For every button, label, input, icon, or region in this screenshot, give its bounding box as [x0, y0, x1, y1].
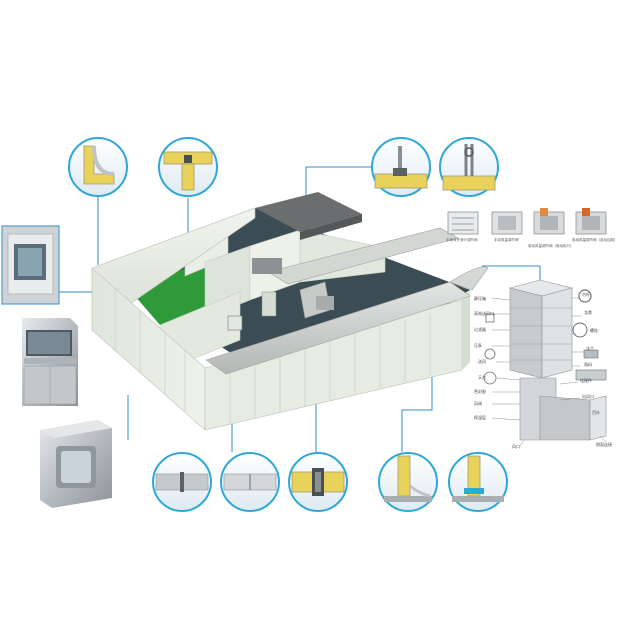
callout-joint-3 — [288, 452, 348, 512]
ceiling-block — [255, 192, 362, 232]
filter-assembly — [483, 279, 607, 447]
door-panel — [261, 291, 277, 317]
callout-panel-tee — [158, 137, 218, 197]
callout-joint-2 — [220, 452, 280, 512]
label-left-3: 压条 — [474, 343, 482, 348]
label-right-0: 吊杆 — [582, 292, 590, 297]
label-left-6: 密封胶 — [474, 389, 486, 394]
label-right-5: 连接件 — [580, 378, 592, 383]
ceiling-block-side — [300, 214, 362, 240]
label-left-5: 天花 — [478, 375, 486, 380]
pass-box-window — [1, 225, 60, 305]
label-left-4: 送风 — [478, 359, 486, 364]
label-right-1: 龙骨 — [584, 310, 592, 315]
label-left-8: 保温层 — [474, 415, 486, 420]
label-right-7: 百叶 — [592, 410, 600, 415]
callout-ceiling-bolt — [439, 137, 499, 197]
label-left-0: 静压箱 — [474, 296, 486, 301]
fume-hood — [22, 318, 78, 406]
main-duct — [267, 227, 459, 285]
supply-duct — [205, 281, 471, 375]
label-left-7: 风阀 — [474, 401, 482, 406]
partition-window — [227, 315, 243, 331]
duct-elbow — [449, 266, 489, 291]
label-right-6: 出风口 — [582, 394, 594, 399]
pass-box — [40, 420, 112, 508]
damper-caption-1: 手动风量调节阀 — [494, 238, 519, 242]
wall-seams — [114, 288, 431, 424]
air-handler — [252, 258, 282, 274]
callout-panel-corner — [68, 137, 128, 197]
label-bottom-left: 风口 — [512, 444, 520, 449]
callout-floor-corner-1 — [378, 452, 438, 512]
cleanroom-model — [91, 192, 489, 431]
label-right-4: 角码 — [584, 362, 592, 367]
callout-ceiling-hanger — [371, 137, 431, 197]
damper-row — [447, 208, 607, 235]
damper-caption-0: 手动对开多叶调节阀 — [446, 238, 478, 242]
label-left-1: 高效送风口 — [474, 311, 494, 316]
label-right-3: 法兰 — [586, 346, 594, 351]
callout-floor-corner-2 — [448, 452, 508, 512]
label-right-2: 螺栓 — [590, 328, 598, 333]
label-bottom-right: 侧面连接 — [596, 442, 612, 447]
label-left-2: 过滤器 — [474, 327, 486, 332]
right-outer-wall — [462, 290, 470, 370]
duct-box — [316, 296, 334, 310]
damper-caption-2: 电动风量调节阀（电动执行） — [528, 244, 574, 248]
damper-caption-3: 电动风量调节阀（自动控制） — [572, 238, 618, 242]
callout-joint-1 — [152, 452, 212, 512]
